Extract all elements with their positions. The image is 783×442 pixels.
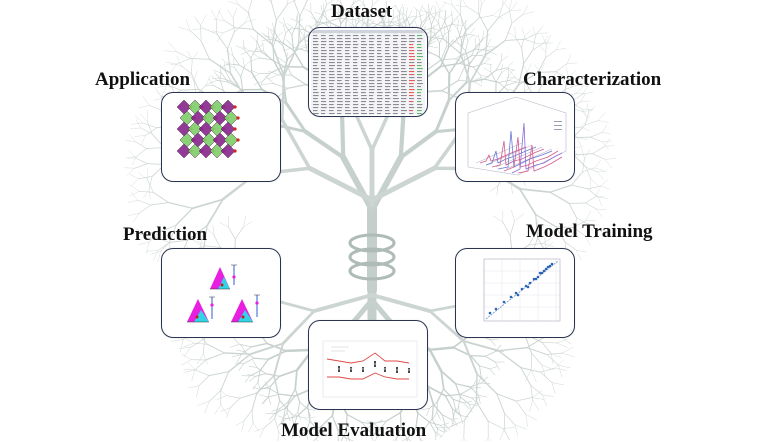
application-panel — [161, 92, 281, 182]
prediction-panel — [161, 248, 281, 338]
ternary-prediction-plots — [162, 249, 280, 337]
spectra-3d-plot — [456, 93, 574, 181]
stage-label-model-training: Model Training — [526, 221, 653, 243]
crystal-structure-image — [162, 93, 280, 181]
ternary-plot-right — [231, 295, 260, 322]
parity-scatter-plot — [456, 249, 574, 337]
stage-label-characterization: Characterization — [523, 69, 661, 91]
characterization-panel — [455, 92, 575, 182]
spreadsheet-thumbnail — [309, 28, 427, 116]
ternary-plot-top — [210, 265, 237, 289]
stage-label-model-evaluation: Model Evaluation — [281, 420, 426, 442]
model-evaluation-panel — [308, 320, 428, 410]
ternary-plot-left — [187, 297, 215, 322]
stage-label-dataset: Dataset — [331, 1, 392, 23]
evaluation-line-plot — [309, 321, 427, 409]
stage-label-application: Application — [95, 69, 190, 91]
dataset-panel — [308, 27, 428, 117]
model-training-panel — [455, 248, 575, 338]
stage-label-prediction: Prediction — [123, 224, 207, 246]
